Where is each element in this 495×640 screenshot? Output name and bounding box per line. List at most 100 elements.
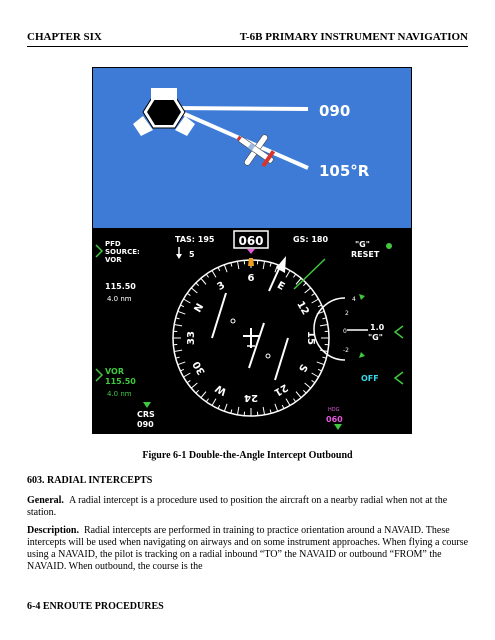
compass-tick	[200, 391, 207, 399]
vor-distance: 4.0 nm	[107, 390, 132, 398]
compass-tick	[223, 403, 228, 412]
compass-tick	[316, 361, 325, 366]
compass-tick	[200, 277, 207, 285]
crs-knob-icon	[143, 402, 151, 408]
compass-tick	[269, 409, 272, 414]
crs-label: CRS	[137, 410, 155, 419]
compass-tick	[186, 380, 191, 384]
compass-label: 24	[244, 392, 258, 403]
compass-tick	[217, 267, 221, 272]
compass-tick	[262, 261, 266, 270]
compass-label: 33	[186, 331, 197, 345]
compass-tick	[302, 282, 307, 287]
g-max-marker-icon	[359, 294, 365, 300]
compass-tick	[295, 277, 302, 285]
compass-tick	[295, 391, 302, 399]
compass-tick	[322, 317, 327, 320]
source-label: SOURCE:	[105, 248, 140, 256]
compass-tick	[230, 262, 233, 267]
g-tick-4: 4	[352, 296, 356, 303]
compass-tick	[175, 356, 180, 359]
off-select-chevron-icon	[393, 371, 404, 385]
off-label: OFF	[361, 374, 379, 383]
vor-station-icon	[133, 88, 195, 136]
bearing-pointer-icon	[293, 258, 326, 290]
heading-bug-icon	[247, 249, 255, 254]
compass-tick	[180, 368, 185, 372]
compass-tick	[223, 264, 228, 273]
compass-tick	[205, 273, 209, 278]
cdi-dot	[230, 318, 236, 324]
source-select-chevron-icon	[95, 244, 104, 258]
ground-speed-readout: GS: 180	[293, 235, 328, 244]
compass-tick	[174, 349, 183, 353]
compass-tick	[177, 310, 186, 315]
compass-tick	[175, 317, 180, 320]
compass-tick	[183, 298, 191, 304]
cdi-dot	[265, 353, 271, 359]
nav-frequency: 115.50	[105, 282, 136, 291]
course-deviation-bar	[248, 322, 265, 369]
page-footer: 6-4 ENROUTE PROCEDURES	[27, 601, 164, 612]
compass-tick	[217, 404, 221, 409]
vor-select-chevron-icon	[95, 368, 104, 382]
radial-090-line	[170, 106, 309, 111]
compass-tick	[236, 406, 240, 415]
hdg-bug-label: HDG	[328, 407, 340, 413]
compass-tick	[322, 356, 327, 359]
compass-tick	[180, 304, 185, 308]
g-value: 1.0	[370, 323, 385, 332]
compass-tick	[205, 398, 209, 403]
aircraft-symbol-icon	[243, 328, 259, 348]
g-reset-knob-icon	[386, 243, 392, 249]
compass-tick	[281, 404, 285, 409]
g-min-marker-icon	[359, 352, 365, 358]
compass-tick	[293, 273, 297, 278]
book-title: T-6B PRIMARY INSTRUMENT NAVIGATION	[239, 31, 468, 43]
paragraph-text: Radial intercepts are performed in train…	[27, 525, 469, 572]
heading-marker-icon	[248, 258, 254, 266]
compass-label: 15	[305, 331, 316, 345]
compass-tick	[190, 287, 198, 294]
paragraph-text: A radial intercept is a procedure used t…	[27, 495, 448, 518]
compass-tick	[269, 262, 272, 267]
compass-tick	[174, 323, 183, 327]
compass-tick	[285, 398, 291, 406]
compass-tick	[262, 406, 266, 415]
compass-tick	[195, 282, 200, 287]
compass-tick	[319, 323, 328, 327]
pfd-title: PFD	[105, 240, 121, 248]
hdg-bug-value: 060	[326, 415, 343, 424]
compass-label: W	[214, 382, 229, 397]
compass-tick	[304, 287, 312, 294]
compass-tick	[304, 382, 312, 389]
compass-tick	[317, 304, 322, 308]
compass-tick	[311, 372, 319, 378]
compass-label: 3	[215, 280, 227, 293]
figure-caption: Figure 6-1 Double-the-Angle Intercept Ou…	[142, 450, 353, 461]
figure-6-1: 090 105°R TAS: 195 5 060 GS: 180 PFD SOU…	[92, 67, 412, 434]
course-pointer-head	[211, 292, 227, 339]
compass-label: S	[296, 362, 309, 374]
g-tick-0: 0	[343, 328, 347, 335]
nav-distance: 4.0 nm	[107, 295, 132, 303]
compass-tick	[293, 398, 297, 403]
compass-tick	[211, 270, 217, 278]
compass-tick	[230, 409, 233, 414]
figure-graphic: 090 105°R TAS: 195 5 060 GS: 180 PFD SOU…	[93, 68, 411, 433]
compass-tick	[311, 380, 316, 384]
g-tick-minus-2: -2	[343, 347, 349, 354]
source-value: VOR	[105, 256, 122, 264]
compass-tick	[190, 382, 198, 389]
course-pointer-tail	[274, 337, 289, 381]
compass-tick	[274, 403, 279, 412]
radial-105-label: 105°R	[319, 162, 370, 180]
compass-tick	[317, 368, 322, 372]
paragraph-lead: Description.	[27, 525, 79, 536]
compass-tick	[177, 361, 186, 366]
compass-tick	[311, 298, 319, 304]
g-label: "G"	[355, 240, 370, 249]
g-reset-label: RESET	[351, 250, 380, 259]
heading-readout: 060	[238, 234, 263, 248]
compass-tick	[302, 389, 307, 394]
